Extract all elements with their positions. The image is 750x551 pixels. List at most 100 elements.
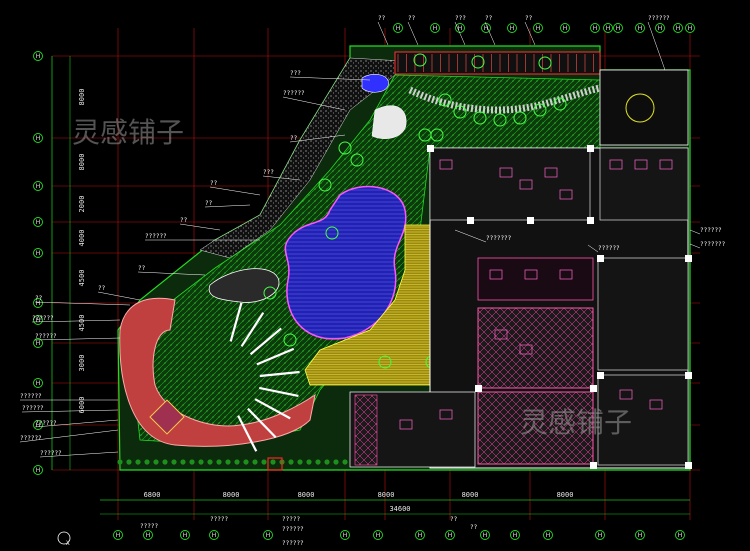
left-label: ??? <box>263 169 274 176</box>
left-label-leader <box>39 451 119 458</box>
hedge-shrub <box>135 459 141 465</box>
tree-symbol <box>513 111 527 125</box>
furniture-symbol <box>524 269 538 280</box>
top-label: ?? <box>525 15 533 22</box>
hedge-shrub <box>171 459 177 465</box>
top-axis-bubble-circle <box>635 23 645 33</box>
diamond-paving <box>149 399 185 435</box>
left-label-leader <box>282 96 346 111</box>
top-label: ?? <box>408 15 416 22</box>
bottom-axis-bubble-circle <box>595 530 605 540</box>
left-label: ?????? <box>20 435 42 442</box>
bottom-label: ?? <box>450 516 458 523</box>
left-label: ?????? <box>32 315 54 322</box>
furniture-symbol <box>634 159 648 170</box>
tree-symbol <box>473 111 487 125</box>
left-axis-bubble: H <box>36 250 41 257</box>
hedge-shrub <box>324 459 330 465</box>
structural-column <box>527 217 534 224</box>
hedge-shrub <box>180 459 186 465</box>
top-label-leader <box>377 21 389 46</box>
tree-symbol <box>283 333 297 347</box>
terrace-step <box>254 398 291 420</box>
mid-label: ??????? <box>486 235 512 242</box>
bottom-axis-bubble-circle <box>510 530 520 540</box>
building-room-hall-2 <box>477 391 594 465</box>
paved-plaza <box>371 105 407 139</box>
left-label: ??? <box>290 70 301 77</box>
tree-symbol <box>338 141 352 155</box>
building-room-hall <box>477 307 594 389</box>
bottom-axis-bubble-circle <box>635 530 645 540</box>
bottom-axis-bubble-circle <box>415 530 425 540</box>
bottom-label: ????? <box>282 516 300 523</box>
tree-symbol <box>553 97 567 111</box>
hedge-shrub <box>342 459 348 465</box>
tree-symbol <box>350 153 364 167</box>
left-label-leader <box>262 175 301 181</box>
top-axis-bubble-circle <box>430 23 440 33</box>
bottom-dimension-text: 8000 <box>223 491 240 499</box>
bottom-dimension-text: 6800 <box>144 491 161 499</box>
tree-symbol <box>471 55 485 69</box>
terrace-step <box>229 302 243 342</box>
bottom-axis-bubble: H <box>146 532 151 539</box>
bottom-axis-bubble-circle <box>445 530 455 540</box>
left-axis-bubble-circle <box>33 338 43 348</box>
top-axis-bubble-circle <box>673 23 683 33</box>
left-label-leader <box>289 134 346 143</box>
hedge-shrub <box>270 459 276 465</box>
hedge-shrub <box>144 459 150 465</box>
furniture-symbol <box>439 409 453 420</box>
right-label: ?????? <box>700 227 722 234</box>
left-dimension-text: 6000 <box>78 397 86 414</box>
north-arrow-circle <box>57 531 71 545</box>
tree-symbol <box>413 53 427 67</box>
left-label: ?????? <box>35 333 57 340</box>
left-label: ?????? <box>20 393 42 400</box>
left-axis-bubble-circle <box>33 420 43 430</box>
bottom-axis-bubble-circle <box>373 530 383 540</box>
hedge-shrub <box>288 459 294 465</box>
left-dimension-text: 8000 <box>78 154 86 171</box>
left-axis-bubble: H <box>36 300 41 307</box>
bottom-axis-bubble: H <box>598 532 603 539</box>
left-dimension-text: 4000 <box>78 230 86 247</box>
hedge-shrub <box>153 459 159 465</box>
left-label-leader <box>19 429 119 443</box>
bottom-axis-bubble: H <box>483 532 488 539</box>
bottom-label: ?????? <box>282 526 304 533</box>
terrace-step <box>249 327 282 356</box>
top-label-leader <box>407 21 419 46</box>
small-pond <box>361 74 389 93</box>
furniture-symbol <box>519 344 533 355</box>
left-label: ?? <box>98 285 106 292</box>
top-label: ?? <box>485 15 493 22</box>
top-axis-bubble-circle <box>613 23 623 33</box>
left-axis-bubble-circle <box>33 298 43 308</box>
hedge-shrub <box>306 459 312 465</box>
top-axis-bubble-circle <box>393 23 403 33</box>
courtyard-feature <box>625 93 655 123</box>
hedge-shrub <box>252 459 258 465</box>
top-axis-bubble-circle <box>533 23 543 33</box>
bottom-axis-bubble-circle <box>340 530 350 540</box>
bottom-dimension-text: 8000 <box>378 491 395 499</box>
bottom-axis-bubble: H <box>546 532 551 539</box>
building-room-north <box>429 147 591 221</box>
mid-label: ?? <box>180 217 188 224</box>
hedge-shrub <box>315 459 321 465</box>
bottom-axis-bubble-circle <box>543 530 553 540</box>
top-axis-bubble-circle <box>655 23 665 33</box>
left-label-leader <box>289 76 371 81</box>
left-axis-bubble-circle <box>33 248 43 258</box>
bottom-dimension-text: 8000 <box>298 491 315 499</box>
left-axis-bubble-circle <box>33 378 43 388</box>
stepping-path <box>408 84 601 114</box>
structural-column <box>427 145 434 152</box>
furniture-symbol <box>559 189 573 200</box>
entry-marker <box>267 457 283 471</box>
top-axis-bubble: H <box>638 25 643 32</box>
top-right-label-leader <box>647 21 666 71</box>
